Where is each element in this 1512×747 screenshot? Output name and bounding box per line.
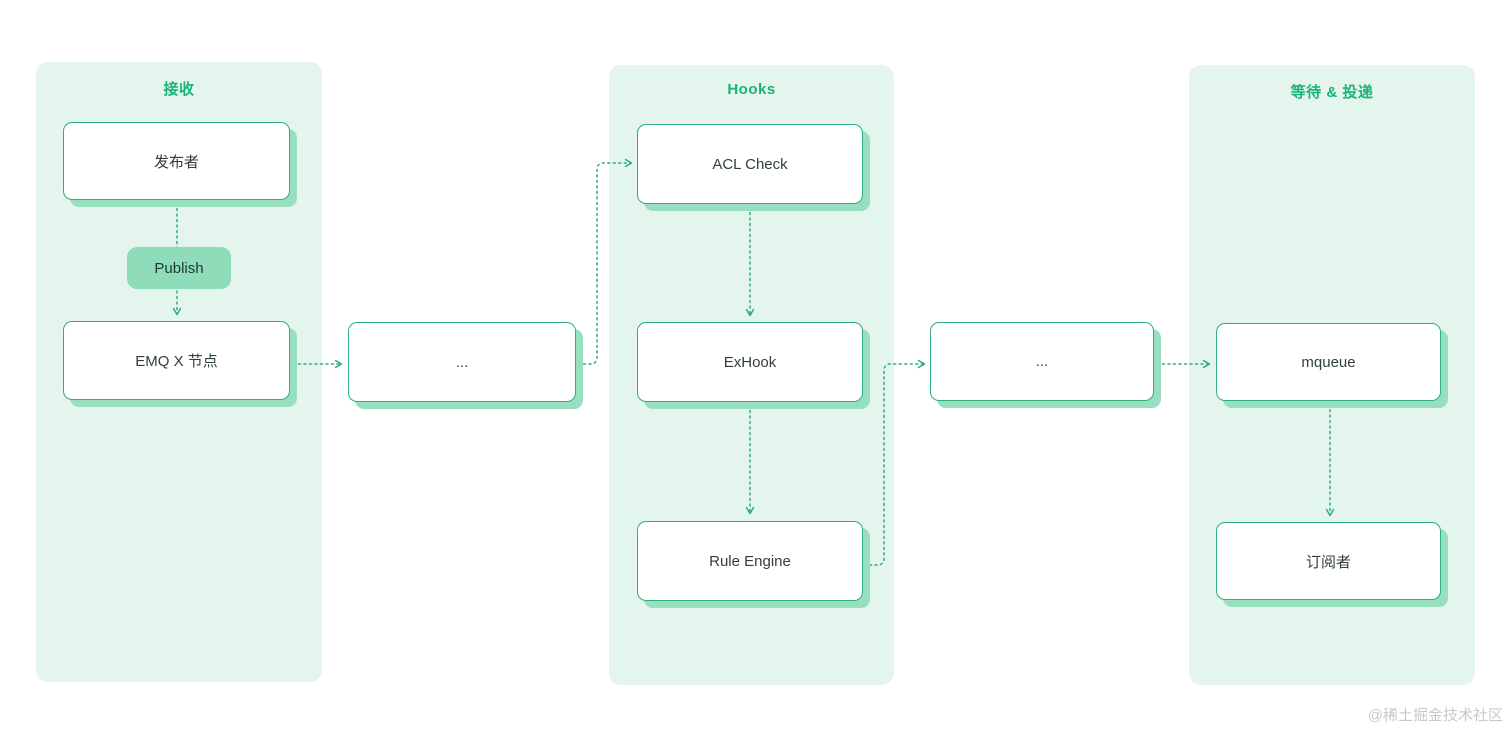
node-mqueue: mqueue (1216, 323, 1441, 401)
node-rule-engine-label: Rule Engine (709, 552, 791, 570)
node-subscriber-label: 订阅者 (1305, 553, 1351, 571)
panel-receive-title: 接收 (163, 81, 195, 98)
node-emqx-label: EMQ X 节点 (135, 353, 218, 370)
node-mqueue-label: mqueue (1301, 353, 1356, 371)
node-publisher: 发布者 (63, 122, 290, 200)
watermark: @稀土掘金技术社区 (1367, 707, 1503, 724)
publish-badge: Publish (127, 247, 231, 289)
edge-ruleengine-ellipsis2 (863, 359, 926, 566)
node-ellipsis-1: ... (348, 322, 576, 402)
node-acl-check: ACL Check (637, 124, 863, 204)
panel-hooks-title: Hooks (727, 81, 776, 98)
node-rule-engine: Rule Engine (637, 521, 863, 601)
node-exhook: ExHook (637, 322, 863, 402)
publish-badge-label: Publish (154, 259, 204, 277)
node-acl-check-label: ACL Check (712, 155, 788, 173)
panel-deliver-title: 等待 & 投递 (1290, 84, 1374, 101)
node-publisher-label: 发布者 (153, 153, 199, 171)
node-subscriber: 订阅者 (1216, 522, 1441, 600)
node-exhook-label: ExHook (723, 353, 777, 371)
edge-ellipsis1-aclcheck (577, 158, 633, 365)
node-emqx: EMQ X 节点 (63, 321, 290, 400)
node-ellipsis-2-label: ... (1035, 353, 1049, 370)
node-ellipsis-1-label: ... (455, 353, 469, 371)
node-ellipsis-2: ... (930, 322, 1154, 401)
